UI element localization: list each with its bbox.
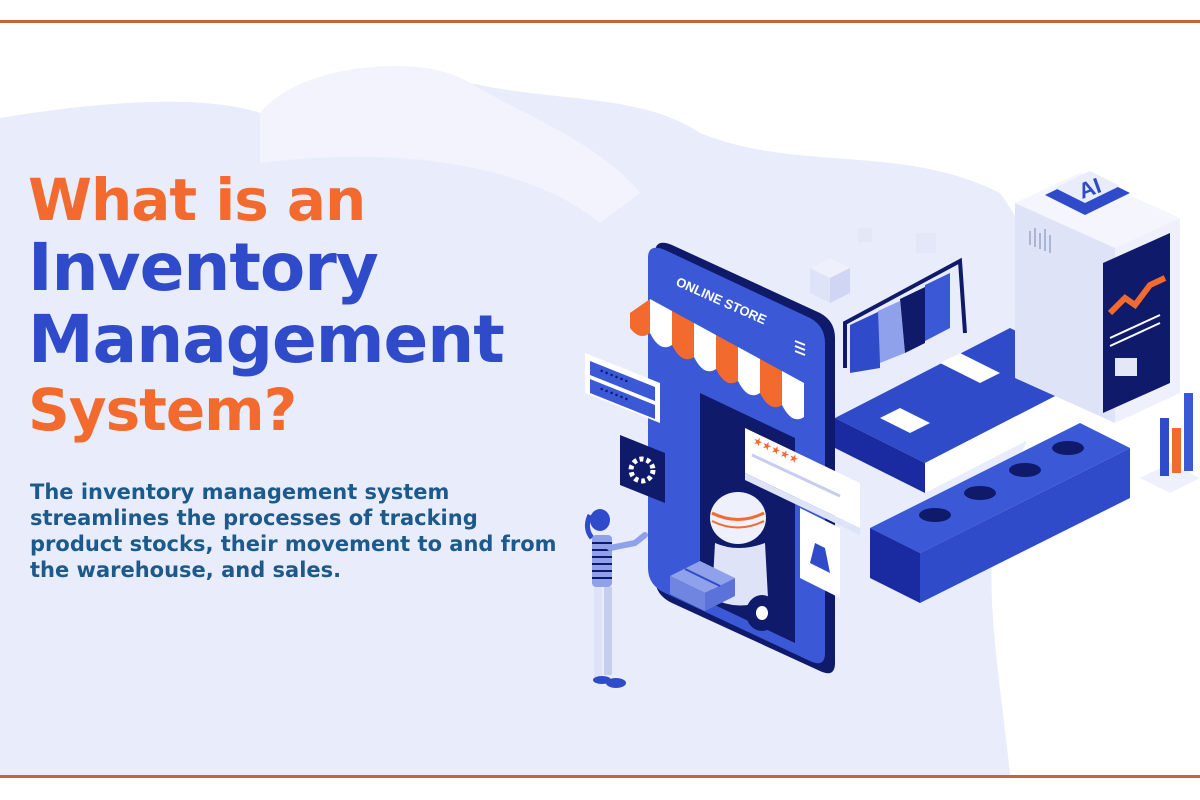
headline-line-1: What is an: [28, 166, 366, 234]
inventory-illustration: AI ONLINE STORE: [584, 171, 1200, 688]
floating-cubes: [810, 228, 936, 303]
headline-line-4: System?: [28, 376, 297, 444]
description-text: The inventory management system streamli…: [30, 480, 557, 582]
headline-line-2: Inventory: [28, 229, 379, 306]
store-awning: [630, 299, 804, 420]
dress-card: [800, 508, 840, 598]
shoe-display: [870, 423, 1130, 603]
rating-panel: ★★★★★: [745, 428, 860, 535]
page-headline: What is an Inventory Management System?: [28, 166, 505, 445]
headline-line-3: Management: [28, 301, 505, 378]
ai-server: AI: [1015, 171, 1180, 423]
password-panel: •••••• ••••••: [585, 353, 660, 423]
hero-banner: What is an Inventory Management System? …: [0, 23, 1200, 775]
woman-figure: [584, 509, 648, 688]
bottom-border-rule: [0, 775, 1200, 778]
top-border-rule: [0, 20, 1200, 23]
delivery-robot: [670, 492, 778, 631]
gear-panel: [620, 435, 665, 503]
bar-chart-graphic: [1140, 393, 1200, 493]
clothes-rack: [843, 257, 967, 373]
